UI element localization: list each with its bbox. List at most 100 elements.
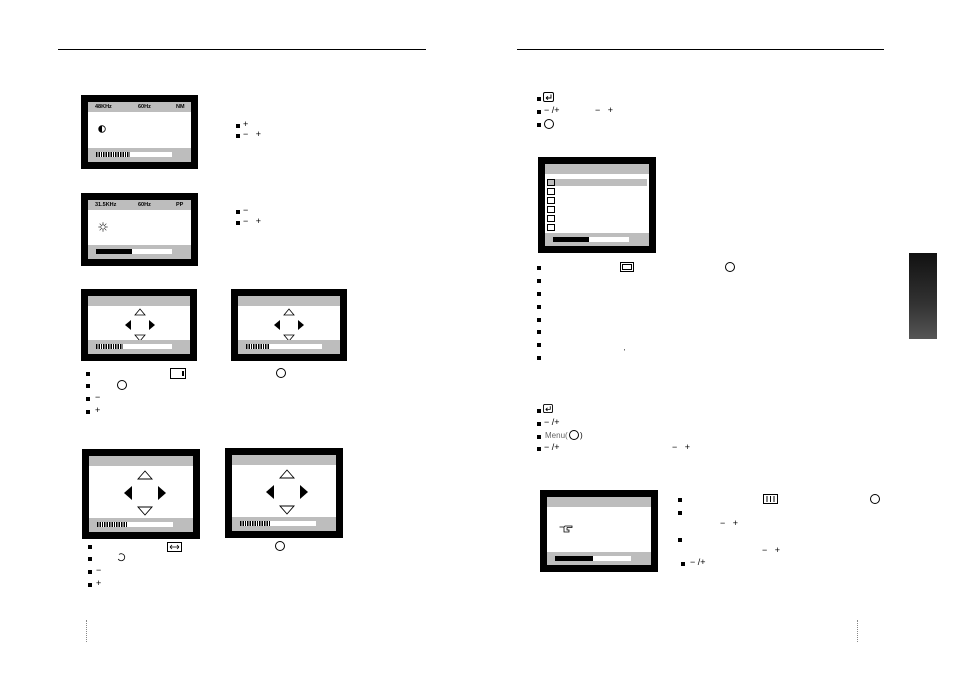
circle-icon [569, 430, 579, 440]
chapter-tab [909, 253, 937, 339]
bullet [86, 410, 90, 414]
bullet [537, 435, 541, 439]
v-freq-label: 60Hz [138, 104, 151, 110]
menu-item-icon [547, 188, 555, 195]
bullet [537, 343, 541, 347]
enter-icon [543, 92, 554, 102]
bullet [537, 356, 541, 360]
brightness-level-bar [96, 249, 172, 254]
bullet [236, 210, 240, 214]
osd-recall-screen [540, 490, 658, 572]
menu-level-bar [553, 237, 629, 242]
apostrophe-mark: ' [624, 349, 626, 356]
position-level-bar [246, 344, 322, 349]
menu-label-close: ) [580, 431, 583, 440]
right-page-top-rule [517, 49, 884, 50]
bullet [537, 318, 541, 322]
h-freq-label: 31.5KHz [95, 202, 117, 208]
bullet [537, 97, 541, 101]
direction-arrows-icon [125, 308, 155, 342]
contrast-icon [98, 125, 106, 133]
osd-main-menu-screen [538, 157, 656, 253]
bullet [236, 134, 240, 138]
bullet [86, 372, 90, 376]
menu-item-icon [547, 224, 555, 231]
page-edge-marker [857, 620, 858, 642]
refresh-icon [117, 553, 126, 562]
bullet [678, 511, 682, 515]
minus-symbol: − [95, 392, 101, 402]
menu-item-icon [547, 197, 555, 204]
minus-plus-symbol: − + [762, 545, 781, 555]
size-level-bar [240, 521, 316, 526]
minus-slash-plus-symbol: − /+ [544, 417, 560, 427]
bullet [537, 330, 541, 334]
circle-icon [276, 368, 286, 378]
minus-plus-symbol: − + [243, 129, 262, 139]
position-level-bar [96, 344, 172, 349]
recall-menu-icon [763, 494, 778, 504]
pointing-hand-icon [559, 525, 573, 533]
menu-label: Menu( [545, 431, 568, 440]
menu-item-icon [547, 179, 555, 186]
contrast-level-bar [96, 152, 172, 157]
v-freq-label: 60Hz [138, 202, 151, 208]
osd-position-screen-1 [81, 289, 197, 361]
bullet [537, 110, 541, 114]
bullet [236, 124, 240, 128]
position-menu-icon [170, 368, 186, 379]
size-level-bar [97, 522, 173, 527]
minus-slash-plus-symbol: − /+ [544, 105, 560, 115]
circle-icon [725, 262, 735, 272]
menu-item-icon [547, 206, 555, 213]
minus-symbol: − [243, 205, 249, 215]
direction-arrows-icon [124, 470, 166, 516]
bullet [537, 279, 541, 283]
bullet [537, 292, 541, 296]
minus-slash-plus-symbol: − /+ [690, 557, 706, 567]
page-edge-marker [86, 620, 87, 642]
direction-arrows-icon [266, 469, 308, 515]
circle-icon [544, 119, 554, 129]
circle-icon [117, 380, 127, 390]
osd-contrast-screen: 48KHz 60Hz NM [81, 95, 198, 169]
bullet [88, 583, 92, 587]
bullet [537, 422, 541, 426]
minus-plus-symbol: − + [672, 442, 691, 452]
menu-item-icon [547, 215, 555, 222]
screen-menu-icon [620, 262, 634, 272]
plus-symbol: + [96, 578, 102, 588]
left-page-top-rule [58, 49, 426, 50]
bullet [681, 562, 685, 566]
osd-size-screen-1 [82, 449, 200, 539]
recall-level-bar [555, 556, 631, 561]
bullet [88, 557, 92, 561]
bullet [678, 498, 682, 502]
circle-icon [870, 494, 880, 504]
plus-symbol: + [95, 405, 101, 415]
plus-symbol: + [243, 119, 249, 129]
minus-symbol: − [96, 565, 102, 575]
bullet [537, 266, 541, 270]
bullet [236, 221, 240, 225]
bullet [537, 305, 541, 309]
bullet [88, 545, 92, 549]
enter-icon [543, 404, 553, 413]
minus-plus-symbol: − + [243, 216, 262, 226]
bullet [537, 447, 541, 451]
bullet [678, 538, 682, 542]
h-freq-label: 48KHz [95, 104, 112, 110]
osd-position-screen-2 [231, 289, 347, 361]
osd-size-screen-2 [225, 448, 343, 538]
bullet [537, 409, 541, 413]
minus-plus-symbol: − + [720, 518, 739, 528]
circle-icon [275, 541, 285, 551]
minus-plus-symbol: − + [595, 105, 614, 115]
mode-label: NM [176, 104, 185, 110]
bullet [88, 570, 92, 574]
direction-arrows-icon [274, 308, 304, 342]
bullet [537, 123, 541, 127]
size-menu-icon [167, 542, 182, 552]
mode-label: PP [176, 202, 184, 208]
bullet [86, 397, 90, 401]
